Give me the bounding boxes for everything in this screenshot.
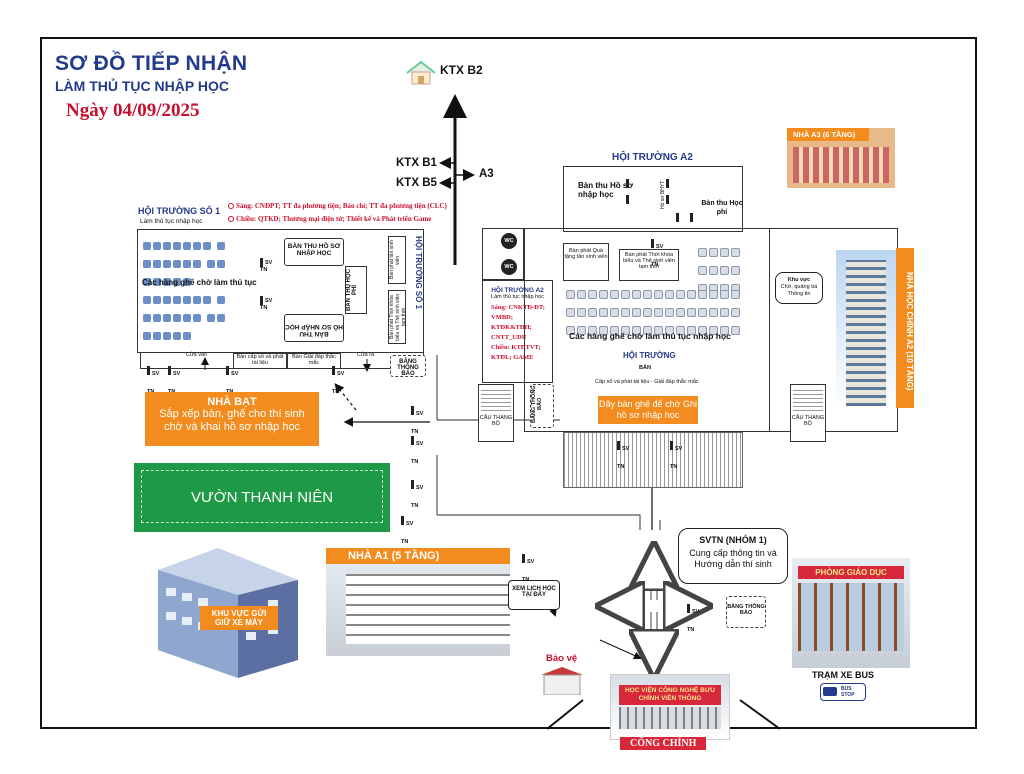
hall2-desk-gift: Bàn phát Quà tặng tân sinh viên [563, 243, 609, 281]
house-icon [405, 60, 437, 86]
hall2-desk-fee: Bàn thu Học phí [701, 200, 743, 216]
hall1-notice: BẢNG THÔNG BÁO [390, 355, 426, 377]
parking-label: KHU VỰC GỬI GIỮ XE MÁY [200, 606, 278, 630]
wc-block: WC WC [482, 228, 524, 280]
hall2-desk-docs: Cấp số và phát tài liệu - Giải đáp thắc … [595, 379, 699, 385]
hall1-timetable-desk: Bàn phát Thời khóa biểu và Thẻ sinh viên… [388, 290, 407, 344]
hall2-seating-label: Các hàng ghế chờ làm thủ tục nhập học [569, 331, 731, 341]
hall1-records-desk: BÀN THU HỒ SƠ NHẬP HỌC [284, 238, 344, 266]
office-sign: PHÒNG GIÁO DỤC [798, 566, 904, 579]
hall2-notice: BẢNG THÔNG BÁO [530, 384, 554, 428]
a3-label: A3 [479, 168, 494, 180]
building-a3-label: NHÀ A3 (6 TẦNG) [787, 128, 869, 141]
bus-icon: BUS STOP [820, 683, 866, 701]
hall1-desk-docs: Bàn cấp số và phát tài liệu [233, 353, 287, 369]
building-a3-image: NHÀ A3 (6 TẦNG) [787, 128, 895, 188]
hall2-front-steps [563, 432, 743, 488]
hall1-card-desk: Bàn phát tân sinh viên [388, 236, 406, 284]
building-a1-image: NHÀ A1 (5 TẦNG) [326, 548, 510, 656]
hall2-side-title: HỘI TRƯỜNG A2 [491, 287, 544, 294]
ktx-b5-label: KTX B5 [396, 177, 437, 189]
queue-tables: Dãy bàn ghế để chờ Ghi hồ sơ nhập học [598, 396, 698, 424]
tent-text: Sắp xếp bàn, ghế cho thí sinh chờ và kha… [159, 408, 305, 433]
wc-icon: WC [501, 233, 517, 249]
page-subtitle: LÀM THỦ TỤC NHẬP HỌC [55, 78, 229, 94]
svtn-text: Cung cấp thông tin và Hướng dẫn thí sinh [689, 548, 777, 569]
hall2-afternoon: Chiều: KTĐTVT; KTĐL; GAME [491, 344, 541, 361]
hall1-title: HỘI TRƯỜNG SỐ 1 [138, 206, 221, 216]
page-title: SƠ ĐỒ TIẾP NHẬN [55, 52, 248, 75]
hall2-stage: Bàn thu Hồ sơ nhập học Hồ sơ BHYT Bàn th… [563, 166, 743, 232]
hall2-seats-main [565, 287, 745, 341]
wc-icon: WC [501, 259, 517, 275]
hall2-side-subtitle: Làm thủ tục nhập học [491, 294, 544, 300]
hall1-seats-top [142, 238, 227, 292]
bullet-icon [228, 203, 234, 209]
ktx-b2-label: KTX B2 [440, 63, 483, 77]
hall2-desk-timetable: Bàn phát Thời khóa biểu và Thẻ sinh viên… [619, 249, 679, 281]
youth-garden: VƯỜN THANH NIÊN [134, 463, 390, 532]
schedule-sign: XEM LỊCH HỌC TẠI ĐÂY [508, 580, 560, 610]
hall2-desk-records: Bàn thu Hồ sơ nhập học [578, 181, 634, 199]
hall2-desk-small: BÀN [639, 365, 651, 371]
hall1-seats-bottom [142, 292, 227, 346]
bus-stop-label: TRẠM XE BUS [812, 670, 875, 680]
main-gate-image: HỌC VIỆN CÔNG NGHỆ BƯU CHÍNH VIỄN THÔNG [610, 674, 730, 740]
building-a1-label: NHÀ A1 (5 TẦNG) [326, 548, 510, 564]
hall1-desk-qa: Bàn Giải đáp thắc mắc [287, 353, 341, 369]
hall1-seating-label: Các hàng ghế chờ làm thủ tục [142, 278, 257, 287]
gate-sign: HỌC VIỆN CÔNG NGHỆ BƯU CHÍNH VIỄN THÔNG [619, 685, 721, 705]
stairs-left: CẦU THANG BỘ [478, 384, 514, 442]
bullet-icon [228, 216, 234, 222]
map-frame [40, 37, 977, 729]
stairs-right: CẦU THANG BỘ [790, 384, 826, 442]
hall1-lobby: Bàn cấp số và phát tài liệu Bàn Giải đáp… [140, 353, 424, 369]
hall1-entrance: Cửa vào [186, 352, 208, 358]
guard-house-icon [541, 667, 583, 696]
garden-label: VƯỜN THANH NIÊN [141, 470, 383, 523]
tent-area: NHÀ BẠT Sắp xếp bàn, ghế cho thí sinh ch… [145, 392, 319, 446]
ktx-b1-label: KTX B1 [396, 157, 437, 169]
hall2-hall-label: HỘI TRƯỜNG [623, 351, 676, 360]
svtn-title: SVTN (NHÓM 1) [699, 535, 767, 545]
hall2-room: Bàn phát Quà tặng tân sinh viên Bàn phát… [524, 228, 770, 432]
hall1-morning: Sáng: CNĐPT; TT đa phương tiện; Báo chí;… [236, 202, 447, 210]
notice-board: BẢNG THÔNG BÁO [726, 596, 766, 628]
hall2-morning: Sáng: CNKTĐ-ĐT; VMBD; KTĐK&TĐH; CNTT_UDU [491, 304, 545, 341]
hall1-fee-desk: BÀN THU HỌC PHÍ [345, 266, 367, 314]
hall2-side-panel: HỘI TRƯỜNG A2 Làm thủ tục nhập học Sáng:… [482, 280, 553, 383]
hall1-subtitle: Làm thủ tục nhập học [140, 218, 203, 225]
bus-stop-image: PHÒNG GIÁO DỤC [792, 558, 910, 668]
main-gate-label: CỔNG CHÍNH [620, 737, 707, 750]
hall1-side-title: HỘI TRƯỜNG SỐ 1 [414, 236, 423, 310]
svtn-bubble: SVTN (NHÓM 1) Cung cấp thông tin và Hướn… [678, 528, 788, 584]
info-area-bubble: Khu vực Chờ, quảng bá Thông tin [775, 272, 823, 304]
building-a2-image [836, 250, 896, 406]
tent-title: NHÀ BẠT [207, 396, 257, 408]
hall2-title: HỘI TRƯỜNG A2 [612, 152, 693, 163]
page-date: Ngày 04/09/2025 [66, 100, 200, 121]
hall1-room: Các hàng ghế chờ làm thủ tục BÀN THU HỒ … [137, 229, 424, 353]
guard-label: Bảo vệ [546, 653, 578, 664]
hall1-exit: Cửa ra [357, 352, 375, 358]
hall1-afternoon: Chiều: QTKD; Thương mại điện tử; Thiết k… [236, 215, 432, 223]
building-a2-label: NHÀ HỌC CHÍNH A2 (10 TẦNG) [896, 248, 914, 408]
